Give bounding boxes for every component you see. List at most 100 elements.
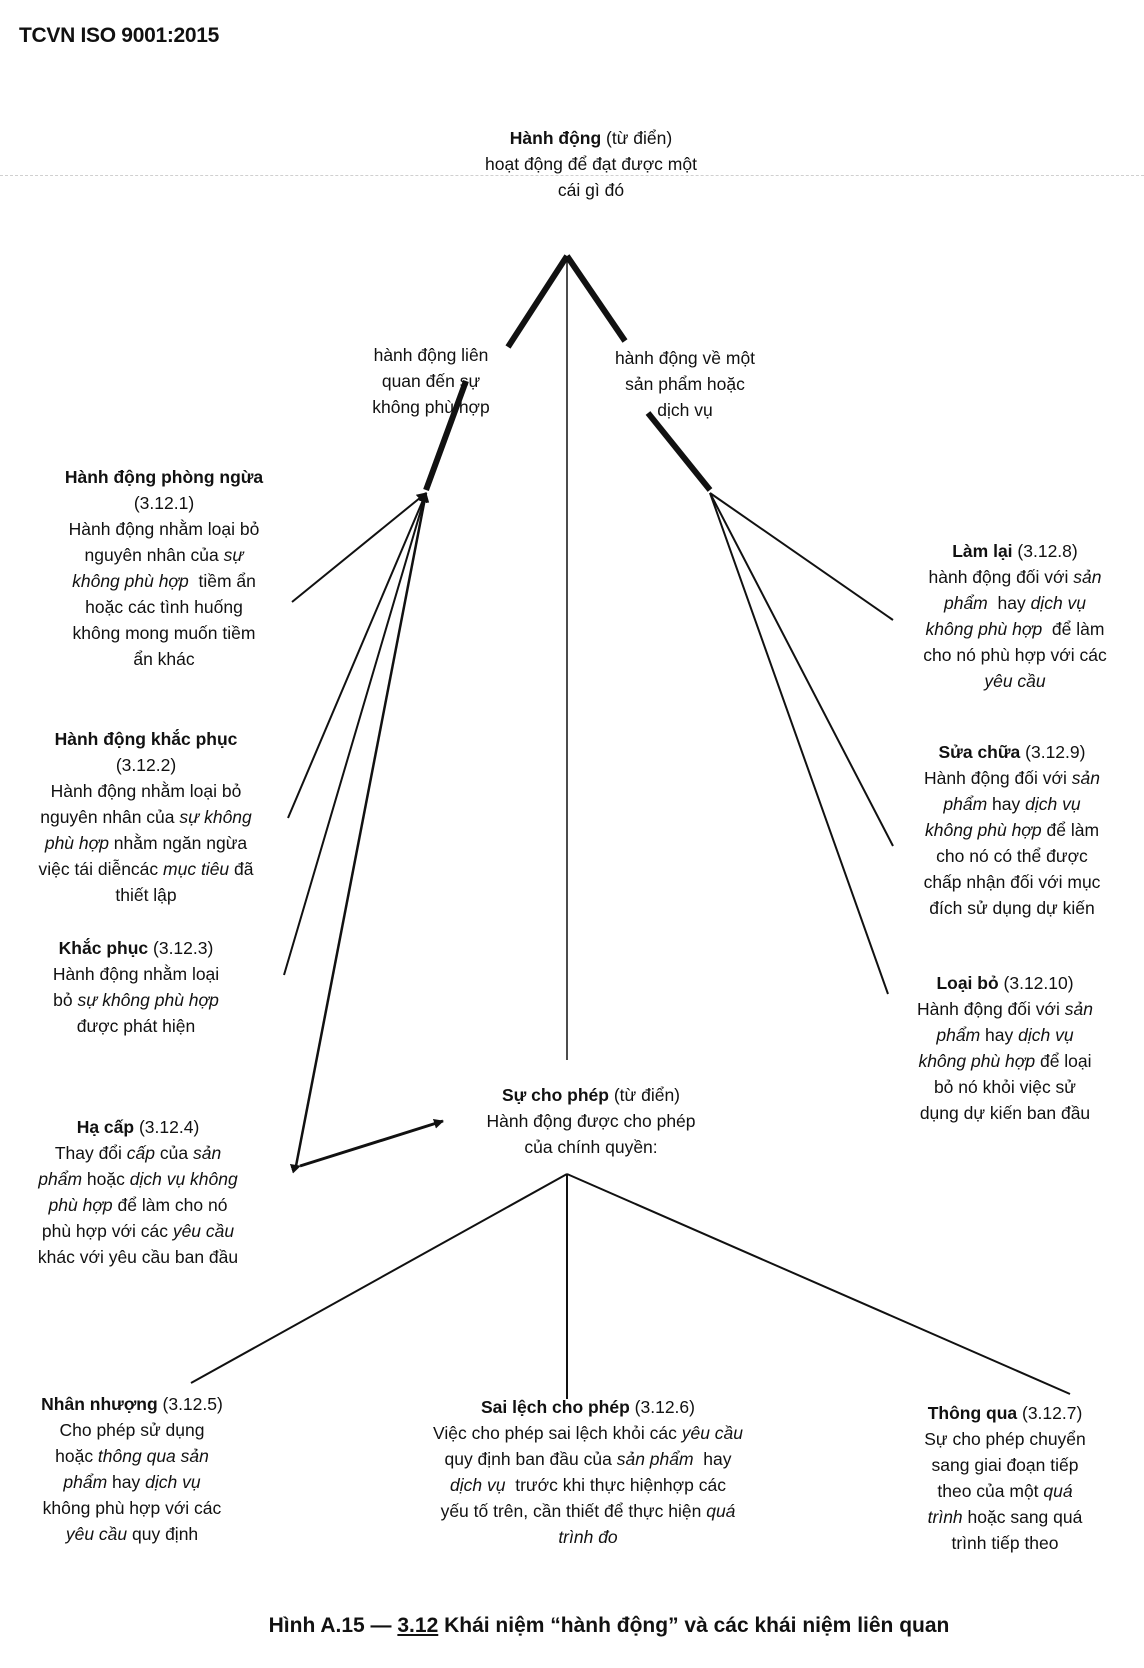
text-line: hoạt động để đạt được một	[485, 151, 697, 177]
text-segment: sản	[192, 1143, 222, 1163]
text-line: cái gì đó	[485, 177, 697, 203]
text-segment: Thông qua	[927, 1403, 1018, 1423]
text-line: ẩn khác	[65, 646, 263, 672]
text-line: không phù hợp để làm	[924, 817, 1101, 843]
text-line: yếu tố trên, cần thiết để thực hiện quá	[433, 1498, 743, 1524]
text-line: hành động đối với sản	[923, 564, 1106, 590]
text-segment: Làm lại	[952, 541, 1013, 561]
text-segment: không phù hợp với các	[42, 1498, 222, 1518]
connector-right-branch-thick	[645, 411, 713, 492]
text-segment: nguyên nhân của	[84, 545, 224, 565]
text-segment: Sai lệch cho phép	[481, 1397, 630, 1417]
text-line: Sự cho phép (từ điển)	[486, 1082, 695, 1108]
text-segment: tiềm ẩn	[188, 571, 256, 591]
text-line: (3.12.2)	[39, 752, 254, 778]
text-line: Làm lại (3.12.8)	[923, 538, 1106, 564]
text-line: phẩm hay dịch vụ	[917, 1022, 1093, 1048]
text-segment: Sự cho phép chuyển	[924, 1429, 1086, 1449]
text-segment: trình đo	[558, 1527, 618, 1547]
text-segment: sự	[223, 545, 244, 565]
text-segment: trình	[927, 1507, 963, 1527]
text-line: Thay đổi cấp của sản	[38, 1140, 238, 1166]
text-line: phẩm hoặc dịch vụ không	[38, 1166, 238, 1192]
figure-caption: Hình A.15 — 3.12 Khái niệm “hành động” v…	[269, 1614, 950, 1638]
scan-artifact-divider	[0, 175, 1144, 176]
text-line: thiết lập	[39, 882, 254, 908]
text-segment: đích sử dụng dự kiến	[929, 898, 1095, 918]
text-segment: của chính quyền:	[524, 1137, 658, 1157]
text-line: việc tái diễncác mục tiêu đã	[39, 856, 254, 882]
text-segment: phẩm	[943, 794, 988, 814]
text-segment: hay	[693, 1449, 732, 1469]
text-segment: (3.12.5)	[157, 1394, 223, 1414]
text-segment: Hành động khắc phục	[54, 729, 238, 749]
text-line: hoặc các tình huống	[65, 594, 263, 620]
text-line: Hành động phòng ngừa	[65, 464, 263, 490]
text-segment: Hành động được cho phép	[486, 1111, 696, 1131]
concept-action: Hành động (từ điển) hoạt động để đạt được…	[485, 125, 697, 203]
text-line: Nhân nhượng (3.12.5)	[41, 1391, 223, 1417]
text-segment: trước khi thực hiệnhợp các	[505, 1475, 726, 1495]
text-segment: (3.12.7)	[1017, 1403, 1083, 1423]
text-segment: Thay đổi	[54, 1143, 127, 1163]
text-segment: quá	[706, 1501, 736, 1521]
text-segment: bỏ	[53, 990, 78, 1010]
text-line: cho nó có thể được	[924, 843, 1101, 869]
connector-correction	[283, 492, 429, 976]
text-segment: Sự cho phép	[501, 1085, 609, 1105]
text-line: bỏ nó khỏi việc sử	[917, 1074, 1093, 1100]
text-segment: quy định	[127, 1524, 199, 1544]
text-segment: dịch vụ	[1030, 593, 1087, 613]
text-line: hành động liên	[372, 342, 490, 368]
text-line: nguyên nhân của sự	[65, 542, 263, 568]
text-segment: phù hợp	[48, 1195, 113, 1215]
text-line: hành động về một	[615, 345, 755, 371]
text-segment: (3.12.10)	[998, 973, 1074, 993]
text-segment: hoặc	[82, 1169, 130, 1189]
connector-rework	[709, 492, 894, 621]
text-segment: Hành động đối với	[924, 768, 1072, 788]
text-line: không phù hợp để làm	[923, 616, 1106, 642]
text-segment: được phát hiện	[76, 1016, 196, 1036]
text-segment: khác với yêu cầu ban đầu	[37, 1247, 239, 1267]
text-segment: (từ điển)	[601, 128, 673, 148]
text-segment: (từ điển)	[608, 1085, 681, 1105]
text-segment: hay	[987, 794, 1026, 814]
text-segment: hay	[980, 1025, 1019, 1045]
text-segment: dịch vụ	[657, 400, 713, 420]
text-segment: phẩm	[943, 593, 988, 613]
text-line: nguyên nhân của sự không	[39, 804, 254, 830]
text-segment: yêu cầu	[984, 671, 1046, 691]
text-segment: yêu cầu	[681, 1423, 744, 1443]
text-segment: ẩn khác	[133, 649, 195, 669]
text-segment: không phù hợp	[925, 619, 1043, 639]
text-segment: Hành động	[509, 128, 602, 148]
text-line: theo của một quá	[924, 1478, 1086, 1504]
text-line: (3.12.1)	[65, 490, 263, 516]
text-segment: đã	[229, 859, 254, 879]
text-line: trình hoặc sang quá	[924, 1504, 1086, 1530]
text-line: phẩm hay dịch vụ	[924, 791, 1101, 817]
concept-permission: Sự cho phép (từ điển) Hành động được cho …	[486, 1082, 695, 1160]
text-segment: Sửa chữa	[938, 742, 1021, 762]
text-line: quan đến sự	[372, 368, 490, 394]
text-segment: hay	[987, 593, 1031, 613]
text-segment: quá	[1043, 1481, 1073, 1501]
caption-title: Khái niệm “hành động” và các khái niệm l…	[438, 1614, 950, 1637]
connector-left-branch-thick	[423, 379, 469, 492]
text-segment: (3.12.9)	[1020, 742, 1086, 762]
text-line: Hành động đối với sản	[924, 765, 1101, 791]
text-segment: Hành động nhằm loại bỏ	[68, 519, 260, 539]
text-segment: sự không	[179, 807, 252, 827]
text-segment: quy định ban đầu của	[444, 1449, 617, 1469]
text-segment: hành động về một	[614, 348, 756, 368]
text-segment: yêu cầu	[172, 1221, 235, 1241]
text-segment: thông qua sản	[97, 1446, 209, 1466]
connector-scrap	[709, 492, 889, 995]
